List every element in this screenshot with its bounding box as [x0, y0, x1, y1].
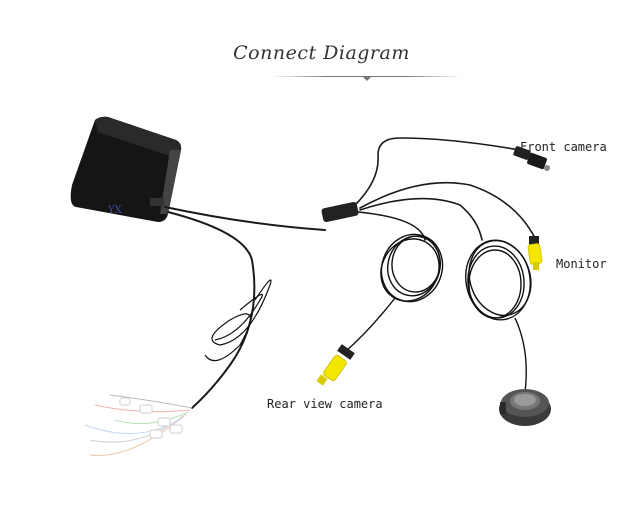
monitor-cable — [359, 181, 536, 239]
harness-wires — [84, 394, 193, 457]
device-logo: YX — [107, 205, 123, 216]
parking-sensor — [499, 389, 551, 426]
rear-view-camera-label: Rear view camera — [267, 397, 383, 411]
harness-cable-coil — [204, 279, 272, 362]
front-camera-connector — [513, 146, 550, 171]
rear-cable-coil — [344, 233, 444, 353]
harness-connectors — [119, 397, 183, 439]
front-camera-cable — [354, 137, 521, 206]
sensor-cable-coil — [465, 239, 532, 393]
front-camera-label: Front camera — [520, 140, 607, 154]
monitor-rca-connector — [527, 236, 543, 270]
device-connector — [150, 198, 164, 206]
main-cable — [164, 206, 326, 409]
rear-camera-rca-connector — [316, 344, 355, 386]
sensor-cable — [359, 197, 483, 241]
title-underline-notch — [362, 76, 372, 81]
diagram-title: Connect Diagram — [233, 42, 410, 64]
control-box: YX — [70, 116, 182, 222]
monitor-label: Monitor — [556, 257, 607, 271]
cable-splitter — [321, 201, 359, 223]
